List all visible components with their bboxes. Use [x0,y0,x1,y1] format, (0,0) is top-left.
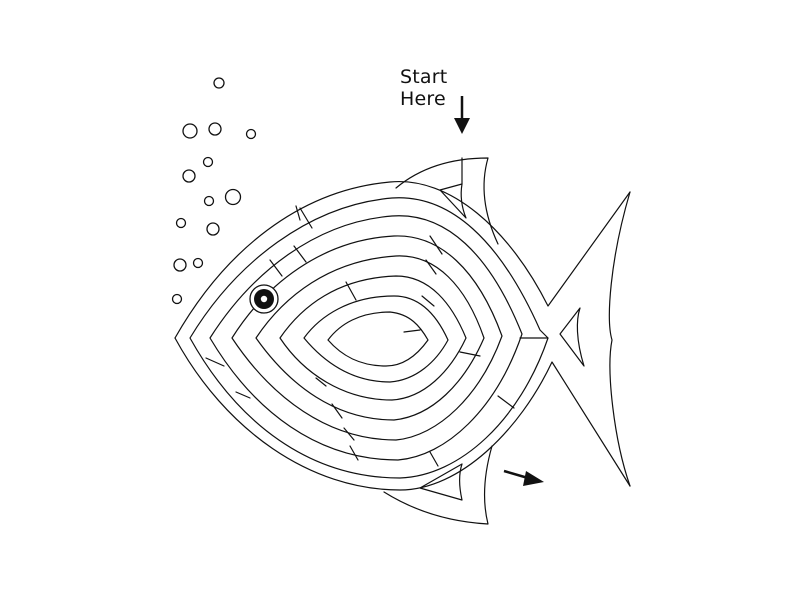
maze-ring-3 [231,235,503,441]
bubble-icon [182,123,198,139]
start-label-line-1: Start [400,66,448,88]
bottom-fin-inner [419,463,463,501]
bottom-fin [383,445,493,525]
bubble-icon [202,156,214,168]
maze-ring-5 [279,275,467,401]
top-fin-inner [439,183,467,219]
fish-eye-icon [249,284,279,314]
right-arrow-icon [503,469,544,486]
fish-tail-edge [608,191,631,487]
maze-ring-2 [209,215,523,461]
bubble-icon [192,257,204,269]
maze-ring-6 [303,295,449,383]
bubble-icon [203,195,215,207]
bubble-icon [182,169,196,183]
maze-ring-4 [255,255,485,421]
maze-center [327,311,429,367]
top-fin [395,157,499,245]
bubble-icon [245,128,257,140]
bubble-icon [208,122,222,136]
bubbles [171,77,257,305]
maze-walls [174,157,631,525]
start-label-line-2: Here [400,88,446,110]
bubble-icon [175,217,187,229]
fish-outline-top [174,180,631,339]
bubble-icon [213,77,225,89]
fish-outline-bottom [174,337,631,491]
bubble-icon [206,222,220,236]
start-label: Start Here [400,66,447,110]
bubble-icon [173,258,187,272]
bubble-icon [171,293,183,305]
down-arrow-icon [454,96,470,134]
maze-ring-1 [189,197,549,479]
bubble-icon [224,188,242,206]
fish-tail-notch [559,307,585,367]
